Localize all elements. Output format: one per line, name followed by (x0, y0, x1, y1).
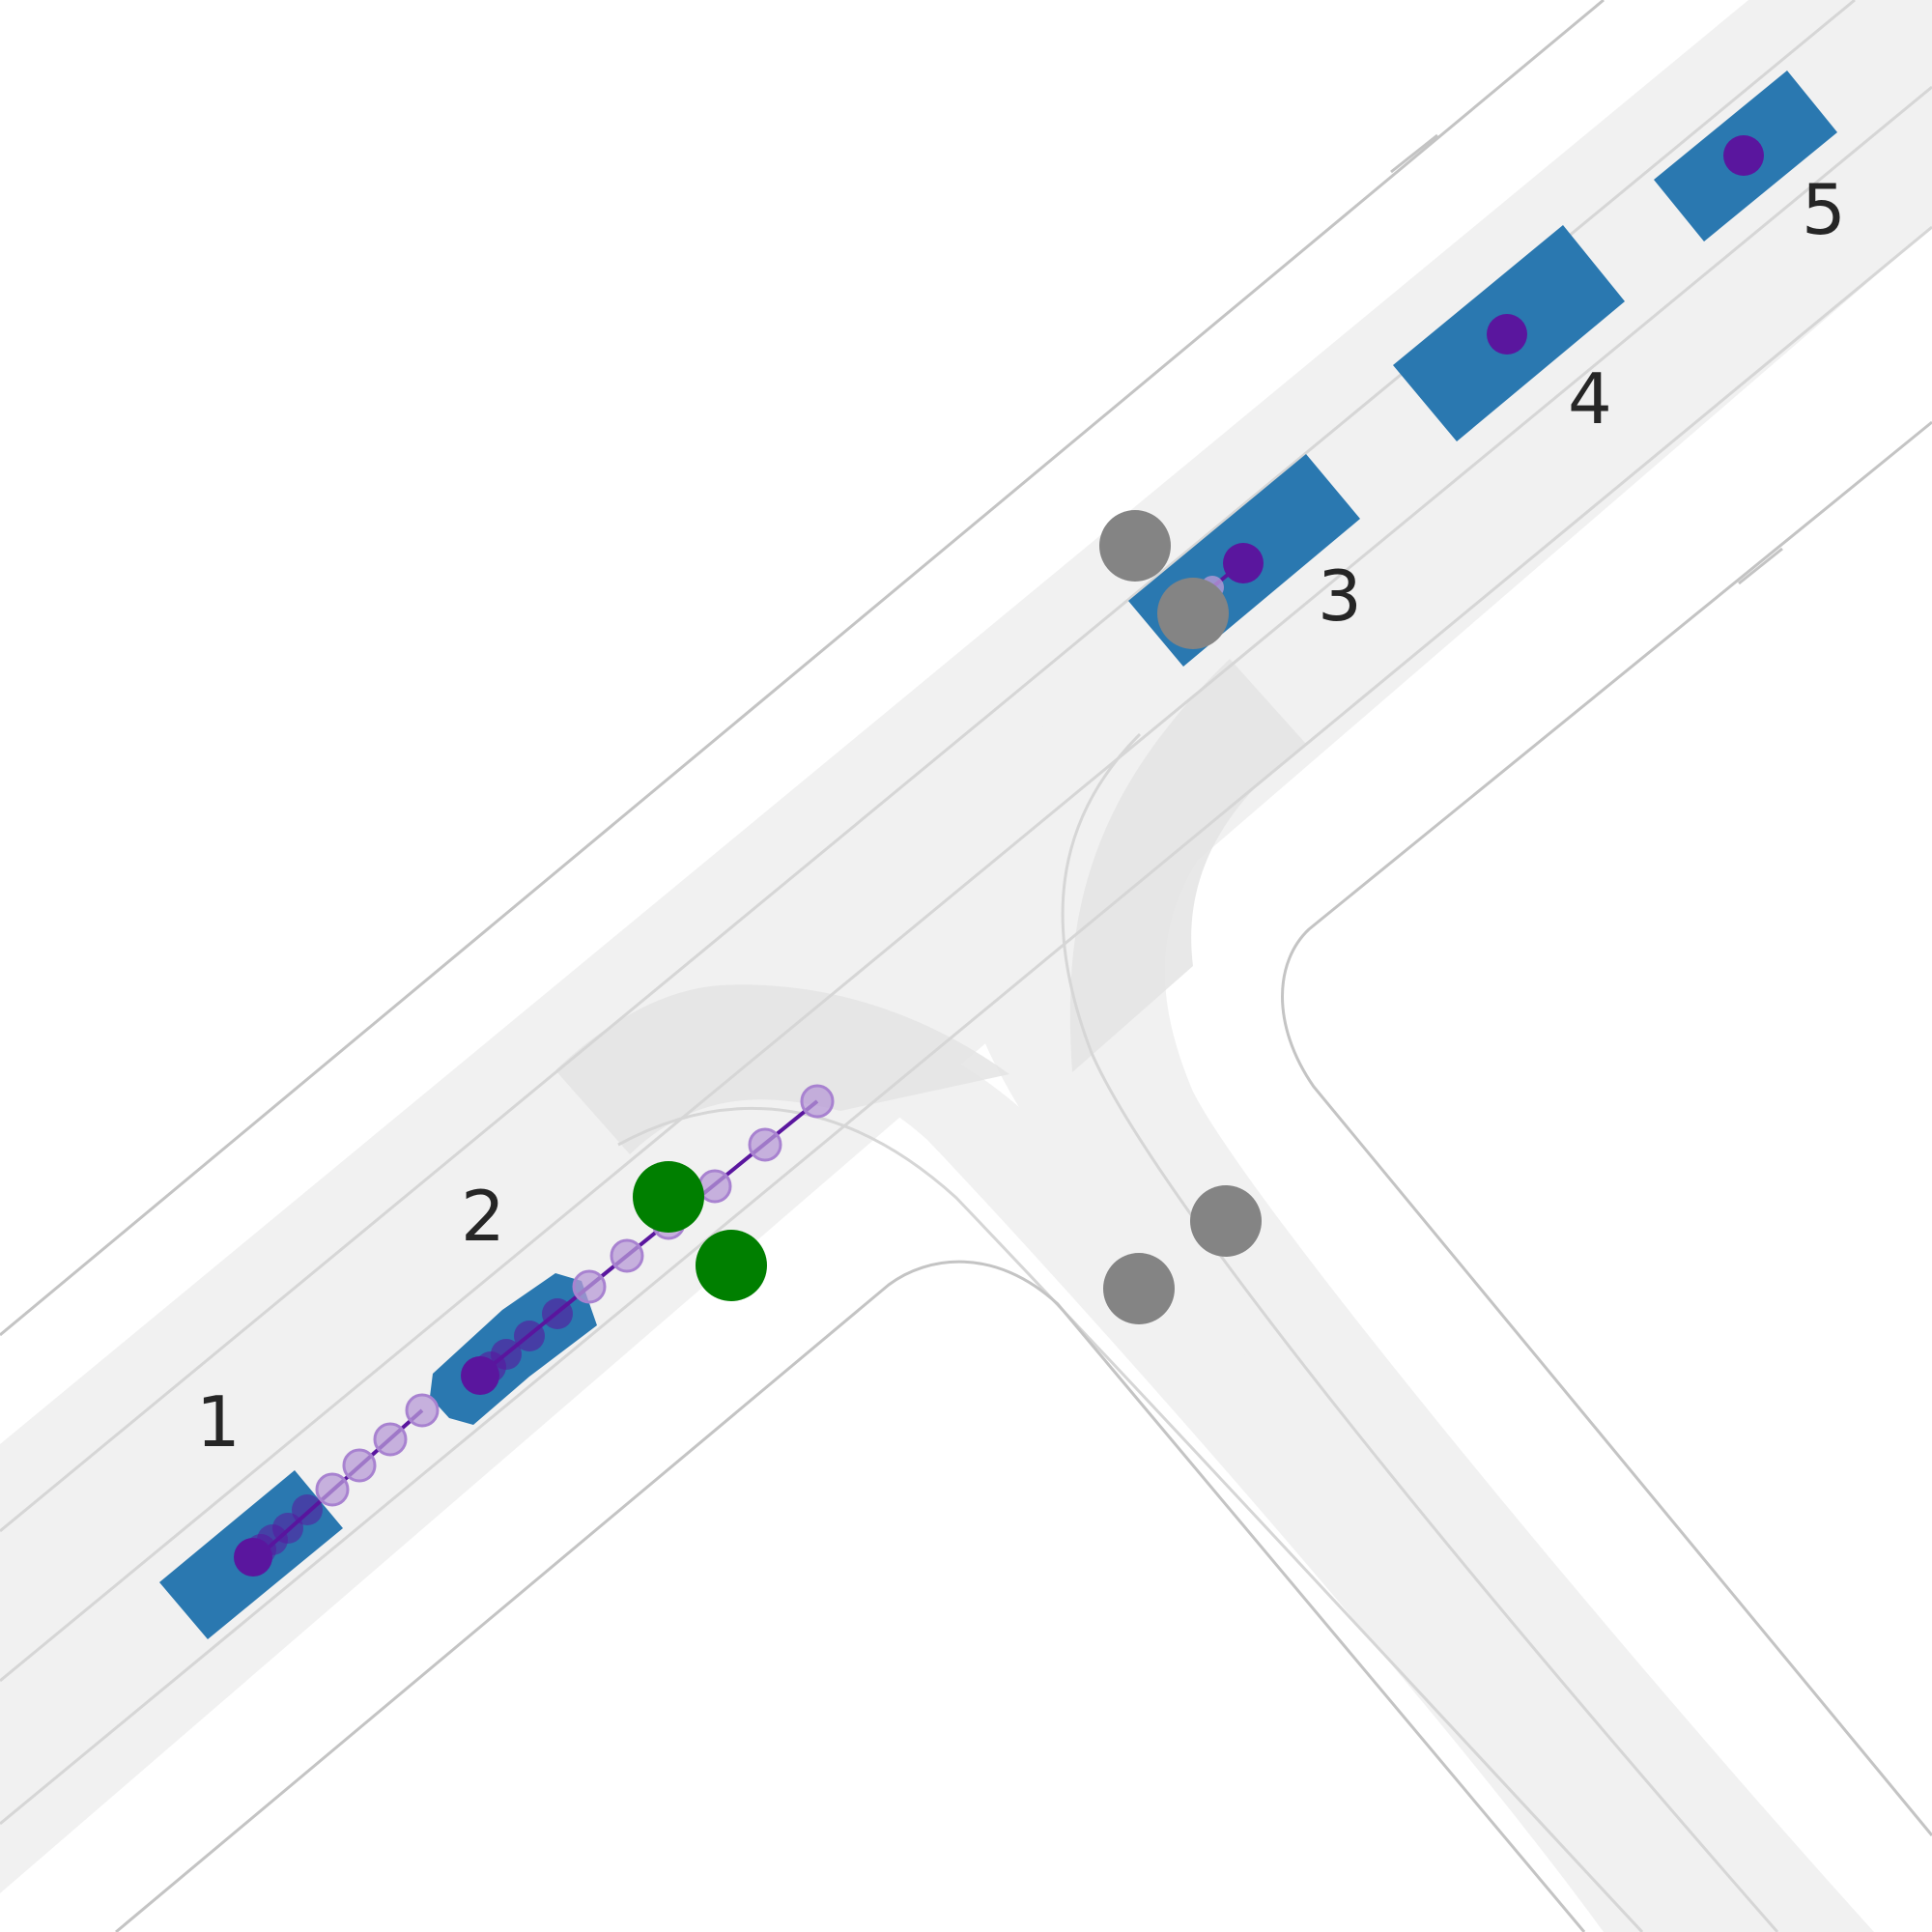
lane-divider (1061, 732, 1779, 1932)
trajectory-point (748, 1127, 782, 1162)
trajectory-point (572, 1269, 607, 1304)
vehicle-4-position (1487, 314, 1527, 355)
pedestrians (1099, 510, 1262, 1324)
vehicle-1-position (234, 1538, 272, 1577)
crosswalks (555, 659, 1306, 1154)
vehicle-5-position (1723, 135, 1764, 176)
crosswalk-left (555, 984, 1009, 1154)
lane-divider (0, 225, 1932, 1826)
trajectory-point (610, 1238, 644, 1273)
road-edge (1738, 547, 1783, 585)
vehicle-2-position (461, 1356, 499, 1395)
trajectory-point (542, 1298, 573, 1329)
trajectory-point (342, 1448, 377, 1483)
trajectory-point (514, 1321, 545, 1351)
pedestrian-icon (1099, 510, 1171, 582)
pedestrian-icon (1190, 1185, 1262, 1257)
crosswalk-right (1069, 659, 1306, 1072)
lane-divider (0, 85, 1932, 1683)
vehicle-label-2: 2 (461, 1176, 505, 1257)
side-road-left-surface (580, 1000, 1739, 1932)
trajectory-point (315, 1472, 350, 1507)
pedestrian-icon (1157, 578, 1229, 649)
trajectory-point (292, 1494, 323, 1525)
road-edge (1390, 133, 1438, 174)
vehicle-labels: 1 2 3 4 5 (196, 169, 1846, 1463)
vehicle-3-position (1223, 543, 1264, 583)
traffic-light-green-icon (696, 1230, 767, 1301)
trajectory-point (405, 1393, 440, 1428)
trajectory-point (373, 1422, 408, 1457)
lane-divider (0, 0, 1856, 1533)
side-road-right-surface (961, 700, 1874, 1932)
trajectory-vehicle-1 (234, 1393, 440, 1577)
road-edge (0, 0, 1605, 1337)
vehicle-label-5: 5 (1802, 169, 1846, 250)
traffic-light-green-icon (633, 1161, 704, 1233)
vehicle-label-1: 1 (196, 1381, 241, 1463)
traffic-lights (633, 1161, 767, 1301)
vehicle-label-4: 4 (1568, 358, 1612, 440)
pedestrian-icon (1103, 1253, 1175, 1324)
trajectory-point (800, 1084, 835, 1119)
road-edge (115, 1260, 1586, 1932)
road-edge (1281, 420, 1932, 1836)
vehicle-label-3: 3 (1318, 555, 1362, 637)
